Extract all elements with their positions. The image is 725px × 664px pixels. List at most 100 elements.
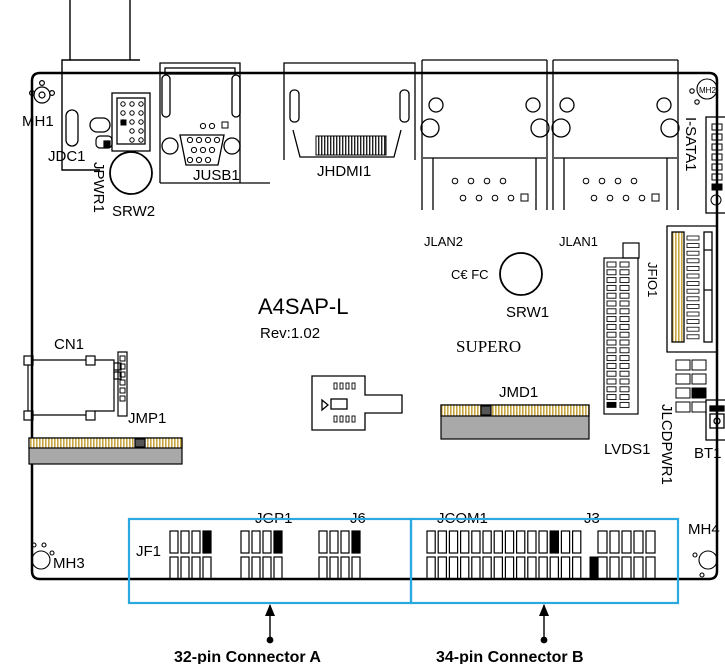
- jhdmi1-connector: [283, 62, 416, 160]
- jmd1-label: JMD1: [499, 384, 538, 401]
- jfio1-pin: [619, 292, 630, 299]
- right-slot-pin: [686, 281, 700, 287]
- mh1-mounting-hole: [29, 79, 55, 104]
- jcom1-pin-top: [471, 530, 481, 554]
- right-slot-pin: [686, 303, 700, 309]
- jcom1-pin-bottom: [527, 556, 537, 580]
- isata1-pins: [710, 123, 723, 206]
- jfio1-pin: [619, 362, 630, 369]
- j6-pin-top: [340, 530, 350, 554]
- power-jack: [61, 0, 140, 171]
- j6-pin-bottom: [329, 556, 339, 580]
- jcom1-pin-bottom: [549, 556, 560, 580]
- mh4-mounting-hole: [692, 550, 718, 578]
- jcom1-pin-bottom: [437, 556, 448, 580]
- right-slot-pin: [686, 311, 700, 317]
- jcom1-pin-top: [493, 530, 504, 554]
- right-slot-pin: [686, 273, 700, 279]
- jusb1-pins: [186, 121, 229, 164]
- j6-pin-top: [329, 530, 339, 554]
- right-slot: [666, 225, 718, 353]
- j3-pin-top: [633, 530, 644, 554]
- board-model: A4SAP-L: [258, 294, 349, 319]
- jcom1-pin-bottom: [426, 556, 436, 580]
- center-chip: [311, 375, 403, 431]
- right-slot-pins: [686, 235, 700, 340]
- jfio1-pin: [606, 339, 617, 346]
- cn1-pins: [119, 355, 126, 402]
- srw2-label: SRW2: [112, 203, 155, 220]
- connector-b-highlight: [409, 517, 680, 605]
- lvds1-label: LVDS1: [604, 441, 650, 458]
- right-slot-pin: [686, 250, 700, 256]
- jfio1-label: JFIO1: [645, 262, 660, 297]
- jfio1-pin: [606, 347, 617, 354]
- jcom1-pin-top: [560, 530, 571, 554]
- jhdmi1-label: JHDMI1: [317, 163, 371, 180]
- j6-pin-bottom: [351, 556, 361, 580]
- connector-b-headers: [426, 530, 656, 580]
- jfio1-pin: [619, 347, 630, 354]
- jfio1-pin: [606, 355, 617, 362]
- jmp1-label: JMP1: [128, 410, 166, 427]
- jmd1-slot: [440, 404, 590, 440]
- jfio1-pin: [606, 292, 617, 299]
- j3-pin-bottom: [645, 556, 656, 580]
- jfio1-pin: [606, 370, 617, 377]
- jgp1-pin-top: [262, 530, 272, 554]
- right-slot-pin: [686, 265, 700, 271]
- jcom1-pin-top: [538, 530, 548, 554]
- jcom1-pin-top: [460, 530, 470, 554]
- jgp1-pin-top: [251, 530, 261, 554]
- jlan1-connector: [551, 59, 680, 210]
- jf1-label: JF1: [136, 543, 161, 560]
- right-slot-pin: [686, 235, 700, 241]
- j6-pin1-marker: [351, 530, 361, 554]
- connector-a-pointer: [265, 604, 275, 644]
- jfio1-pin: [619, 339, 630, 346]
- bt1-battery: [705, 399, 725, 441]
- mh3-mounting-hole: [31, 542, 55, 570]
- jcom1-pin-bottom: [460, 556, 470, 580]
- jcom1-pin-bottom: [482, 556, 492, 580]
- j3-pin-top: [645, 530, 656, 554]
- jfio1-pin: [619, 323, 630, 330]
- jf1-pin-top: [169, 530, 179, 554]
- board-revision: Rev:1.02: [260, 325, 320, 342]
- jfio1-pin: [619, 316, 630, 323]
- j3-pin-bottom: [633, 556, 644, 580]
- jf1-pin-top: [180, 530, 190, 554]
- jfio1-pin: [619, 386, 630, 393]
- srw1-standoff: [499, 252, 543, 296]
- jfio1-pin: [606, 269, 617, 276]
- jcom1-pin-top: [527, 530, 537, 554]
- jcom1-pin-bottom: [471, 556, 481, 580]
- jdc1-pins: [120, 101, 144, 143]
- jfio1-pin: [619, 308, 630, 315]
- jfio1-pin: [606, 323, 617, 330]
- jcom1-pin-bottom: [571, 556, 582, 580]
- jusb1-connector: [159, 62, 270, 184]
- center-chip-pins: [333, 382, 356, 423]
- connector-a-caption: 32-pin Connector A: [174, 649, 321, 664]
- mh1-label: MH1: [22, 113, 54, 130]
- jpwr1-connector: [95, 135, 113, 149]
- jlan1-pins: [582, 177, 660, 202]
- j6-pin-top: [318, 530, 328, 554]
- jcom1-pin-bottom: [504, 556, 515, 580]
- pcb-outline: [30, 71, 719, 581]
- srw2-standoff: [109, 151, 153, 195]
- right-slot-pin: [686, 243, 700, 249]
- jfio1-pin: [619, 269, 630, 276]
- left-slot: [28, 437, 183, 465]
- jfio1-pin: [606, 386, 617, 393]
- jdc1-connector: [65, 92, 151, 152]
- connector-b-caption: 34-pin Connector B: [436, 649, 584, 664]
- j3-pin1-marker: [589, 556, 599, 580]
- jusb1-label: JUSB1: [193, 167, 240, 184]
- j3-pin-top: [621, 530, 632, 554]
- jcom1-pin-top: [504, 530, 515, 554]
- jf1-pin-bottom: [180, 556, 190, 580]
- jcom1-pin-top: [437, 530, 448, 554]
